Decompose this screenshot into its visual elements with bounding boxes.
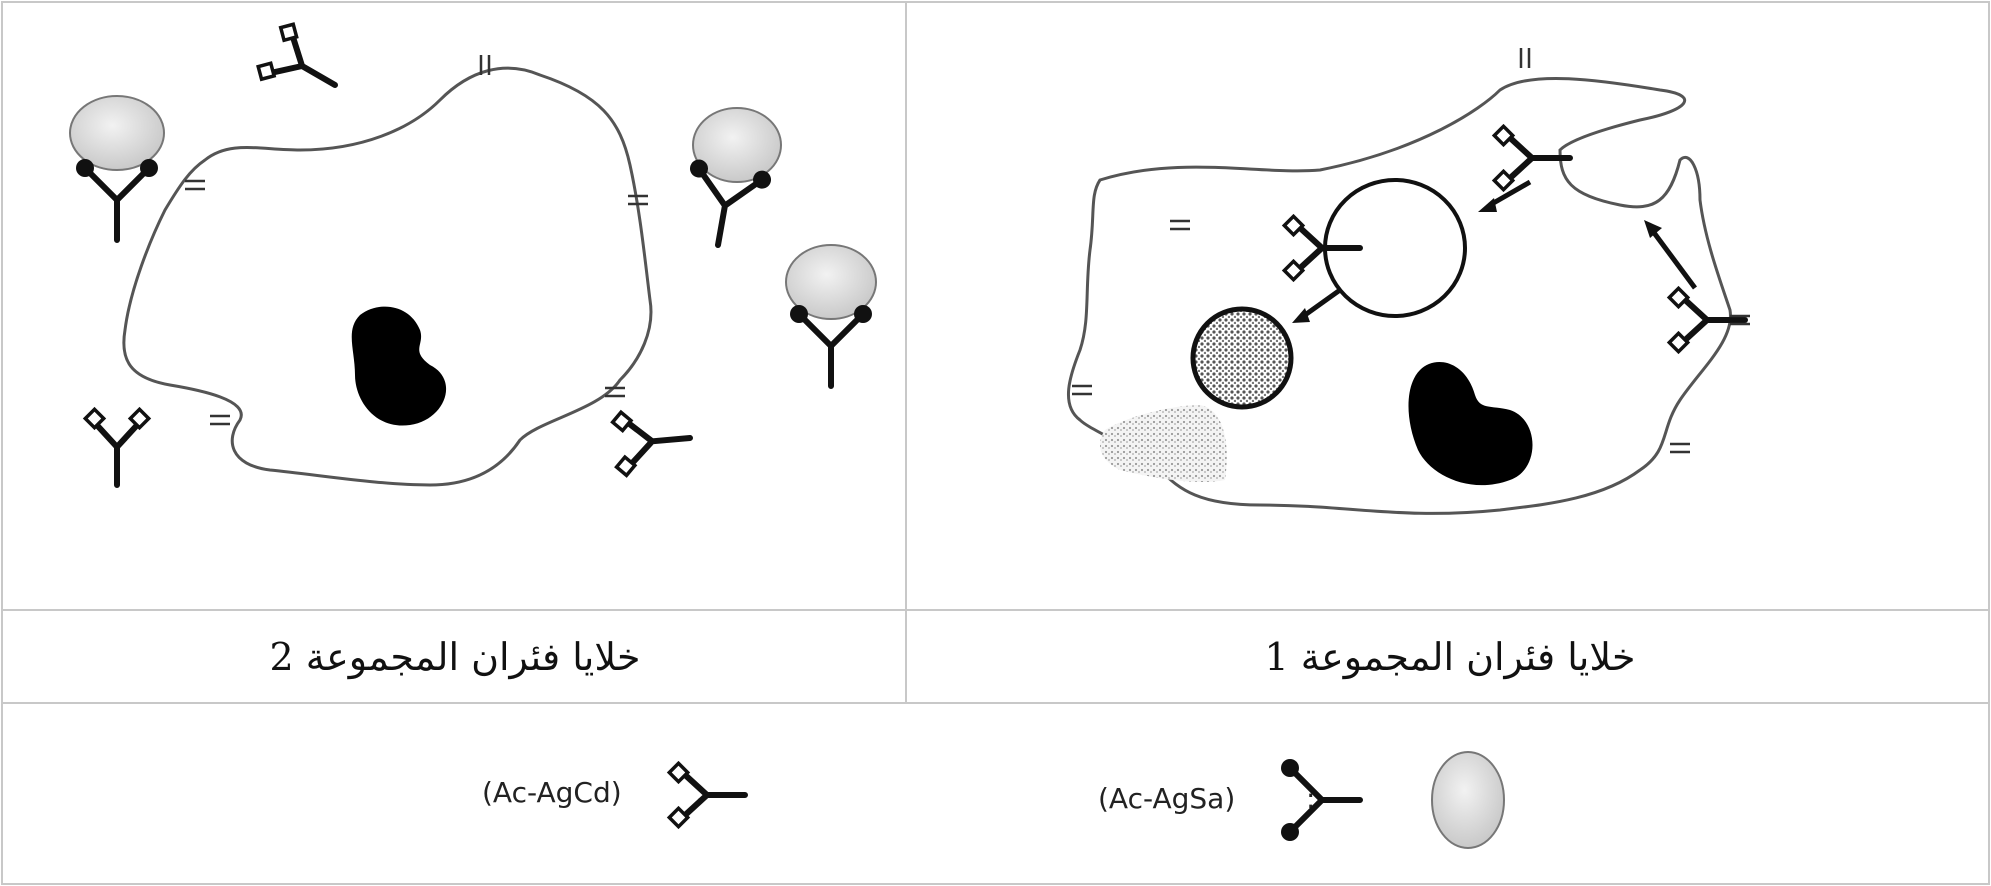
antibody-icon [85,409,148,485]
antibody-icon [1494,126,1570,189]
arrow-head [1292,308,1310,323]
antibody-icon [1281,759,1363,841]
antibody-icon [1284,216,1360,279]
antibody-icon [666,760,748,830]
arrow-head [1644,220,1662,238]
arrow-icon [1649,228,1698,290]
legend-label-ac-agcd: (Ac-AgCd) [482,776,622,809]
pinocytosis-region [1100,405,1227,482]
legend-ac-agsa: (Ac-AgSa) : [1098,751,1505,849]
antigen-icon [69,95,165,171]
receptor [1168,219,1192,231]
legend-separator: : [695,776,704,809]
arrow-head [1478,198,1497,212]
cell-membrane-left [122,66,653,487]
panel-group-1 [1066,46,1752,515]
panel-group-2 [69,20,877,487]
legend-ac-agcd: (Ac-AgCd) : [482,760,748,830]
legend-separator: : [1306,782,1315,815]
receptor [1070,384,1094,396]
antibody-icon [1669,288,1745,351]
caption-group-1: خلايا فئران المجموعة 1 [1264,635,1635,680]
legend-label-ac-agsa: (Ac-AgSa) [1098,782,1235,815]
antigen-icon [692,107,782,183]
receptor [208,414,232,426]
ab-antigen-complex [785,244,877,386]
ab-antigen-complex [69,95,165,240]
caption-group-2: خلايا فئران المجموعة 2 [269,635,640,680]
antigen-icon [785,244,877,320]
antibody-icon [612,406,693,476]
arrow-icon [1303,287,1342,318]
receptor [1668,442,1692,454]
antibody-icon [254,20,351,113]
nucleus-left [351,306,447,426]
receptor [183,179,207,191]
lysosome-icon [1190,306,1294,410]
receptor [1519,46,1531,70]
nucleus-right [1408,362,1533,486]
ab-antigen-complex [678,107,782,252]
antibody-icon [76,159,158,240]
cell-membrane-right [1066,77,1732,515]
antigen-icon [1431,751,1505,849]
arrow-icon [1488,179,1532,208]
